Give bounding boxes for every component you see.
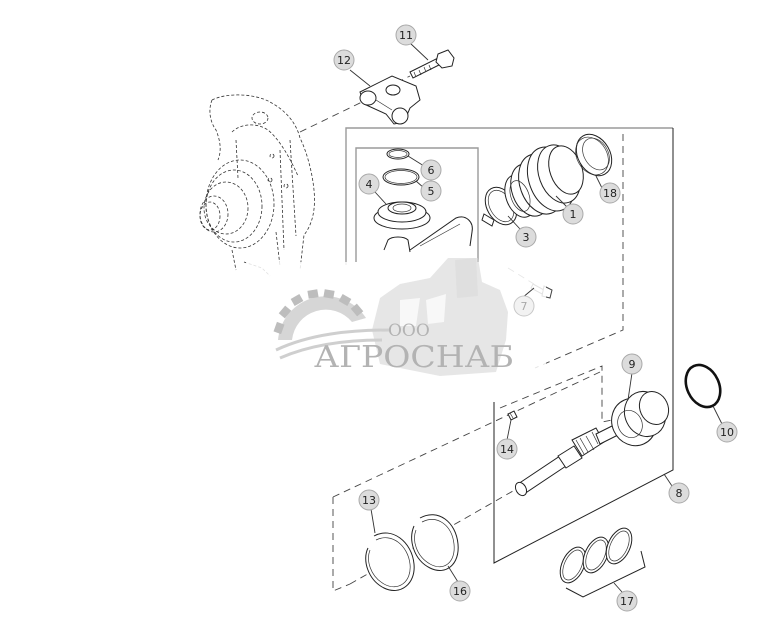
callout-bubble	[621, 353, 643, 375]
snap-ring-part-16	[411, 514, 459, 571]
callout-label: 13	[362, 494, 376, 507]
callout-18: 18	[599, 182, 621, 204]
clamp-part-12	[359, 75, 421, 125]
callout-10: 10	[716, 421, 738, 443]
callout-bubble	[668, 482, 690, 504]
snap-ring-part-13	[365, 532, 415, 591]
callout-bubble	[358, 489, 380, 511]
assembly-line-right	[534, 134, 624, 369]
callout-label: 11	[399, 29, 413, 42]
watermark-prefix: ООО	[388, 321, 430, 341]
callout-6: 6	[420, 159, 442, 181]
callout-label: 12	[337, 54, 351, 67]
callout-label: 7	[521, 300, 528, 313]
oring-part-6	[386, 148, 410, 160]
callout-1: 1	[562, 203, 584, 225]
callout-4: 4	[358, 173, 380, 195]
callout-label: 18	[603, 187, 617, 200]
callout-bubble	[513, 295, 535, 317]
callout-8: 8	[668, 482, 690, 504]
callout-bubble	[420, 180, 442, 202]
watermark-brand: АГРОСНАБ	[314, 340, 514, 375]
callout-bubble	[599, 182, 621, 204]
callout-label: 16	[453, 585, 467, 598]
callout-bubble	[496, 438, 518, 460]
outer-frame	[345, 127, 673, 265]
group-frame-8	[493, 128, 674, 564]
assembly-line-upper	[332, 371, 601, 498]
callout-12: 12	[333, 49, 355, 71]
callout-bubble	[449, 580, 471, 602]
callout-label: 1	[570, 208, 577, 221]
oring-part-5	[382, 168, 420, 186]
callout-bubble	[562, 203, 584, 225]
piston-shaft-part-9	[514, 390, 670, 497]
callout-14: 14	[496, 438, 518, 460]
callout-bubble	[515, 226, 537, 248]
tie-rod-housing	[383, 216, 473, 253]
bellows-boot-part-1	[504, 144, 584, 218]
callout-17: 17	[616, 590, 638, 612]
leader-lines	[349, 42, 723, 593]
callout-16: 16	[449, 580, 471, 602]
callout-7: 7	[513, 295, 535, 317]
watermark: ООО АГРОСНАБ	[246, 258, 546, 384]
callout-11: 11	[395, 24, 417, 46]
callout-label: 9	[629, 358, 636, 371]
callout-9: 9	[621, 353, 643, 375]
callout-label: 6	[428, 164, 435, 177]
callout-3: 3	[515, 226, 537, 248]
callout-bubble	[333, 49, 355, 71]
callout-bubble	[716, 421, 738, 443]
ring-set-part-17	[559, 527, 646, 598]
oring-part-10	[684, 363, 722, 409]
callout-label: 4	[366, 178, 373, 191]
callout-label: 17	[620, 595, 634, 608]
callout-5: 5	[420, 180, 442, 202]
callout-bubble	[616, 590, 638, 612]
assembly-line-inner	[499, 365, 613, 423]
callout-label: 3	[523, 231, 530, 244]
callout-label: 8	[676, 487, 683, 500]
callout-label: 14	[500, 443, 514, 456]
assembly-line-lower-left	[332, 497, 351, 592]
set-screw-part-14	[507, 410, 518, 421]
callout-bubble	[420, 159, 442, 181]
inner-frame	[355, 147, 479, 262]
callout-label: 10	[720, 426, 734, 439]
knuckle-housing	[199, 94, 315, 277]
callout-13: 13	[358, 489, 380, 511]
callout-bubble	[358, 173, 380, 195]
callout-label: 5	[428, 185, 435, 198]
seal-part-4	[373, 201, 431, 230]
callout-bubble	[395, 24, 417, 46]
ring-part-18	[575, 133, 613, 177]
